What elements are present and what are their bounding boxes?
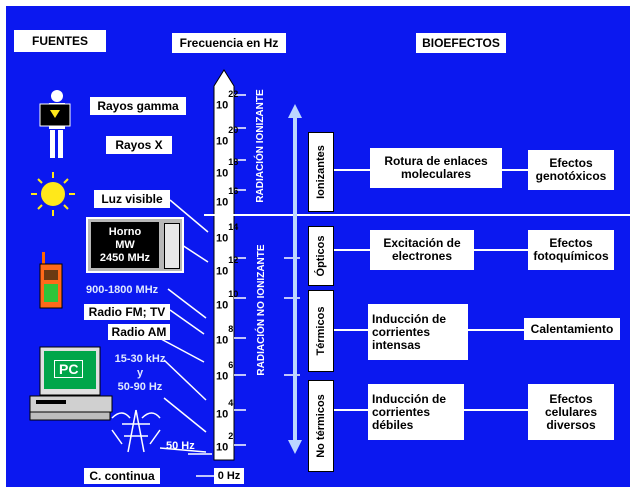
pc-icon — [29, 346, 113, 421]
pc-freq-1: 15-30 kHz — [114, 353, 166, 365]
effect-genotoxic: Efectos genotóxicos — [528, 150, 614, 190]
oven-label-3: 2450 MHz — [99, 252, 151, 264]
scale-1e20: 1020 — [216, 125, 239, 148]
scale-1e6: 106 — [216, 360, 234, 383]
scale-1e16: 1016 — [216, 186, 239, 209]
mechanism-ionizing: Rotura de enlaces moleculares — [370, 148, 502, 188]
source-visible-light: Luz visible — [94, 190, 170, 208]
ionizing-label: RADIACIÓN IONIZANTE — [255, 89, 266, 203]
source-power-line: 50 Hz — [166, 440, 195, 452]
scale-1e22: 1022 — [216, 89, 239, 112]
source-mobile: 900-1800 MHz — [86, 284, 159, 296]
frequency-header: Frecuencia en Hz — [172, 33, 286, 53]
bioeffects-header: BIOEFECTOS — [416, 33, 506, 53]
scale-1e2: 102 — [216, 431, 234, 454]
sources-header: FUENTES — [14, 30, 106, 52]
source-fm-tv: Radio FM; TV — [84, 304, 170, 320]
oven-label-2: MW — [115, 239, 135, 251]
source-pc-frequencies: 15-30 kHz y 50-90 Hz — [110, 352, 170, 394]
effect-cellular: Efectos celulares diversos — [528, 384, 614, 440]
sun-icon — [31, 172, 75, 216]
scale-zero: 0 Hz — [214, 468, 244, 484]
scale-1e10: 1010 — [216, 289, 239, 312]
mechanism-thermal: Inducción de corrientes intensas — [368, 304, 468, 360]
category-non-thermal: No térmicos — [308, 380, 334, 472]
category-thermal: Térmicos — [308, 290, 334, 372]
category-ionizing: Ionizantes — [308, 132, 334, 212]
effect-heating: Calentamiento — [524, 318, 620, 340]
non-ionizing-label: RADIACIÓN NO IONIZANTE — [256, 244, 267, 376]
scale-1e8: 108 — [216, 324, 234, 347]
scale-1e14: 1014 — [216, 222, 239, 245]
pc-screen-label: PC — [54, 360, 84, 378]
oven-controls — [164, 223, 180, 269]
category-optical: Ópticos — [308, 226, 334, 286]
frequency-arrow — [213, 69, 235, 461]
effect-photochemical: Efectos fotoquímicos — [528, 230, 614, 270]
scale-1e12: 1012 — [216, 255, 239, 278]
pc-freq-3: 50-90 Hz — [117, 381, 163, 393]
power-tower-icon — [111, 409, 161, 453]
oven-screen: Horno MW 2450 MHz — [91, 222, 159, 268]
oven-label-1: Horno — [108, 226, 142, 238]
mobile-phone-icon — [39, 252, 63, 309]
source-gamma-rays: Rayos gamma — [90, 97, 186, 115]
source-dc: C. continua — [84, 468, 160, 484]
source-x-rays: Rayos X — [106, 136, 172, 154]
scale-1e4: 104 — [216, 398, 234, 421]
mechanism-optical: Excitación de electrones — [370, 230, 474, 270]
radiation-person-icon — [39, 90, 71, 158]
scale-1e18: 1018 — [216, 157, 239, 180]
microwave-oven-icon: Horno MW 2450 MHz — [86, 217, 184, 273]
pc-freq-2: y — [136, 367, 144, 379]
source-am: Radio AM — [108, 324, 170, 340]
mechanism-non-thermal: Inducción de corrientes débiles — [368, 384, 464, 440]
